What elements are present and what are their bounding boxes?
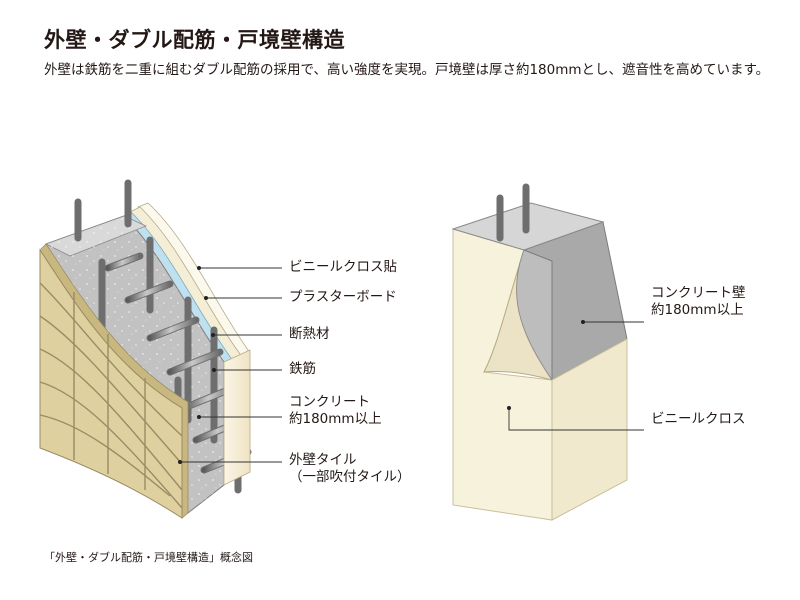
page-title: 外壁・ダブル配筋・戸境壁構造 (44, 28, 345, 52)
leader-dots (178, 266, 585, 464)
label-concrete-line1: コンクリート (289, 394, 370, 410)
cloth-side-face (551, 338, 628, 521)
label-vinyl-cloth: ビニールクロス貼 (289, 259, 397, 275)
page-description: 外壁は鉄筋を二重に組むダブル配筋の採用で、高い強度を実現。戸境壁は厚さ約180m… (44, 62, 770, 78)
label-vinyl-cloth-right: ビニールクロス (651, 411, 746, 427)
label-rebar: 鉄筋 (289, 361, 316, 377)
label-tile-line2: （一部吹付タイル） (289, 469, 411, 485)
leader-lines (180, 267, 644, 463)
exterior-wall-illustration (39, 179, 252, 519)
label-concrete-wall: コンクリート壁 約180mm以上 (651, 285, 746, 319)
partition-rebar (496, 183, 530, 242)
label-plaster-board: プラスターボード (289, 289, 397, 305)
label-wall-line1: コンクリート壁 (651, 285, 746, 301)
label-exterior-tile: 外壁タイル （一部吹付タイル） (289, 452, 411, 486)
label-tile-line1: 外壁タイル (289, 452, 357, 468)
exterior-tile-facade (39, 243, 189, 519)
label-concrete: コンクリート 約180mm以上 (289, 394, 382, 428)
label-wall-line2: 約180mm以上 (651, 302, 744, 318)
label-concrete-line2: 約180mm以上 (289, 411, 382, 427)
partition-wall-illustration (451, 183, 628, 521)
figure-caption: 「外壁・ダブル配筋・戸境壁構造」概念図 (44, 551, 253, 564)
label-insulation: 断熱材 (289, 326, 330, 342)
